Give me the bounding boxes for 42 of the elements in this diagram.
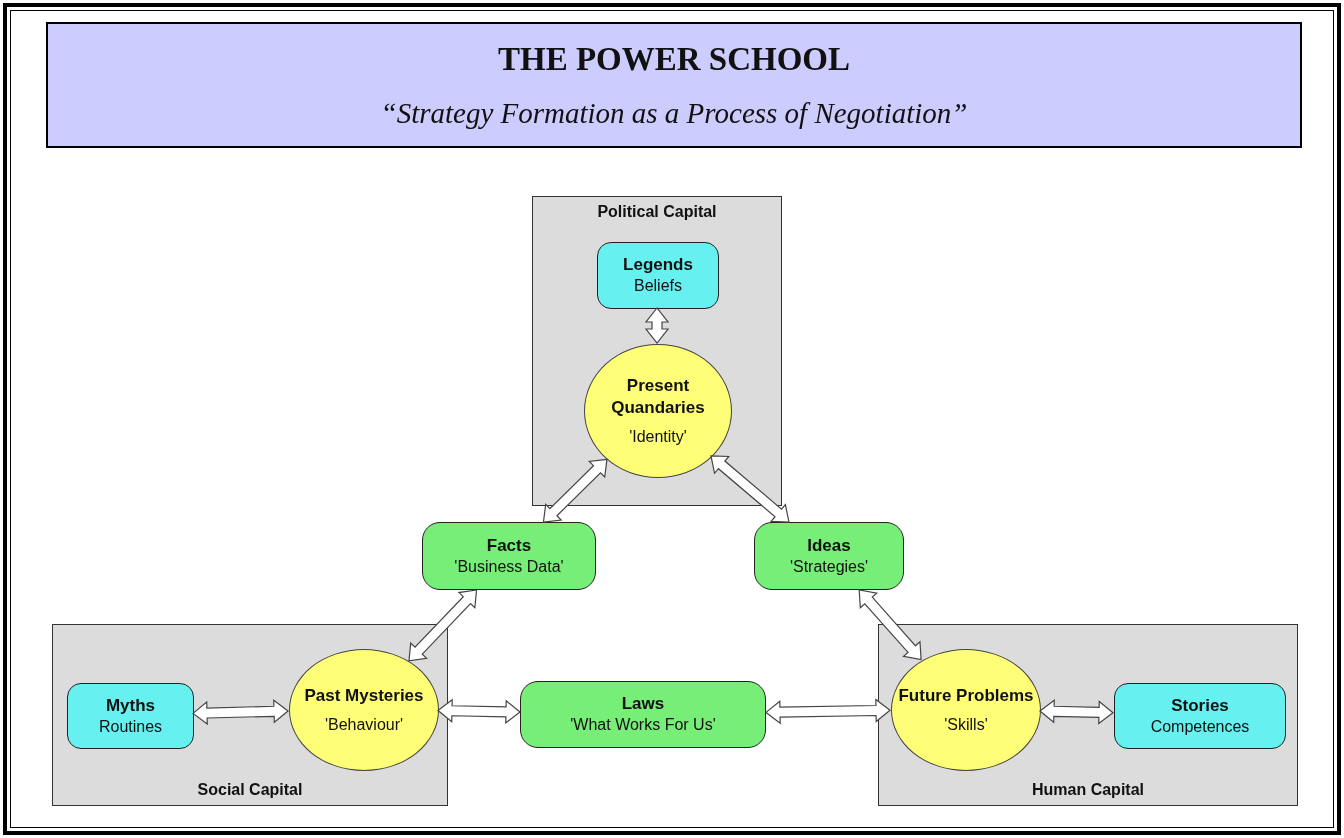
node-title: Myths	[105, 694, 156, 717]
double-arrow	[437, 698, 521, 725]
double-arrow	[765, 698, 891, 725]
node-subtitle: 'Behaviour'	[324, 714, 404, 735]
node-title: Laws	[621, 693, 665, 716]
rounded-box	[597, 242, 719, 309]
node-subtitle: 'Skills'	[944, 714, 988, 735]
node-subtitle: 'Strategies'	[789, 556, 869, 577]
title-banner	[46, 22, 1302, 148]
rounded-box	[1114, 683, 1286, 749]
node-title: Stories	[1171, 694, 1229, 717]
node-title: Legends	[623, 254, 693, 277]
double-arrow	[1039, 699, 1114, 725]
group-title: Human Capital	[1031, 781, 1145, 799]
node-subtitle: Routines	[98, 716, 163, 737]
rounded-box	[520, 681, 766, 748]
double-arrow	[408, 589, 478, 662]
group-title: Political Capital	[596, 203, 718, 221]
node-subtitle: 'Business Data'	[454, 556, 564, 577]
title: THE POWER SCHOOL	[497, 39, 851, 79]
node-title: Past Mysteries	[304, 684, 424, 707]
node-title: Facts	[486, 534, 532, 557]
node-subtitle: Beliefs	[634, 276, 682, 297]
subtitle: “Strategy Formation as a Process of Negotiation”	[380, 95, 968, 131]
node-title: Present Quandaries	[610, 374, 706, 419]
group-panel	[532, 196, 782, 506]
node-subtitle: 'Identity'	[629, 426, 687, 447]
double-arrow	[710, 455, 790, 523]
group-panel	[878, 624, 1298, 806]
double-arrow	[858, 589, 922, 661]
node-subtitle: Competences	[1150, 716, 1250, 737]
group-panel	[52, 624, 448, 806]
rounded-box	[67, 683, 194, 749]
double-arrow	[644, 307, 670, 344]
double-arrow	[192, 699, 289, 726]
double-arrow	[542, 458, 608, 523]
node-title: Ideas	[807, 534, 851, 557]
group-title: Social Capital	[196, 781, 304, 799]
node-title: Future Problems	[898, 684, 1034, 707]
rounded-box	[422, 522, 596, 590]
rounded-box	[754, 522, 904, 590]
node-subtitle: 'What Works For Us'	[570, 715, 716, 736]
